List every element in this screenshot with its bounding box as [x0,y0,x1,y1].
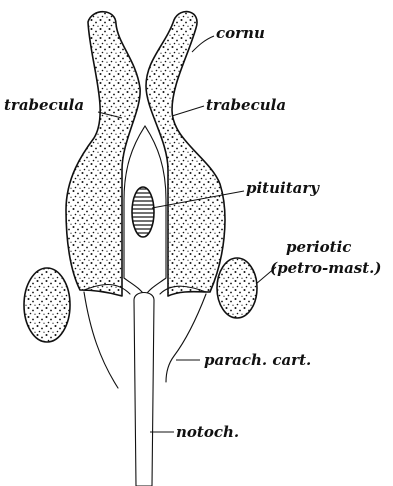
notochord [134,293,154,486]
label-parachordal: parach. cart. [204,351,311,369]
label-pituitary: pituitary [246,179,320,197]
right-periotic [217,258,257,318]
leader-trabecula-right [172,106,204,116]
label-cornu: cornu [216,24,265,42]
parachordal-right-line [166,294,206,382]
leader-cornu [192,36,214,52]
pituitary-body [132,187,154,237]
left-periotic [24,268,70,342]
label-trabecula-right: trabecula [206,96,286,114]
label-periotic-sub: (petro-mast.) [270,259,381,277]
label-periotic: periotic [286,238,351,256]
parachordal-left-line [84,292,118,388]
label-trabecula-left: trabecula [4,96,84,114]
label-notochord: notoch. [176,423,239,441]
